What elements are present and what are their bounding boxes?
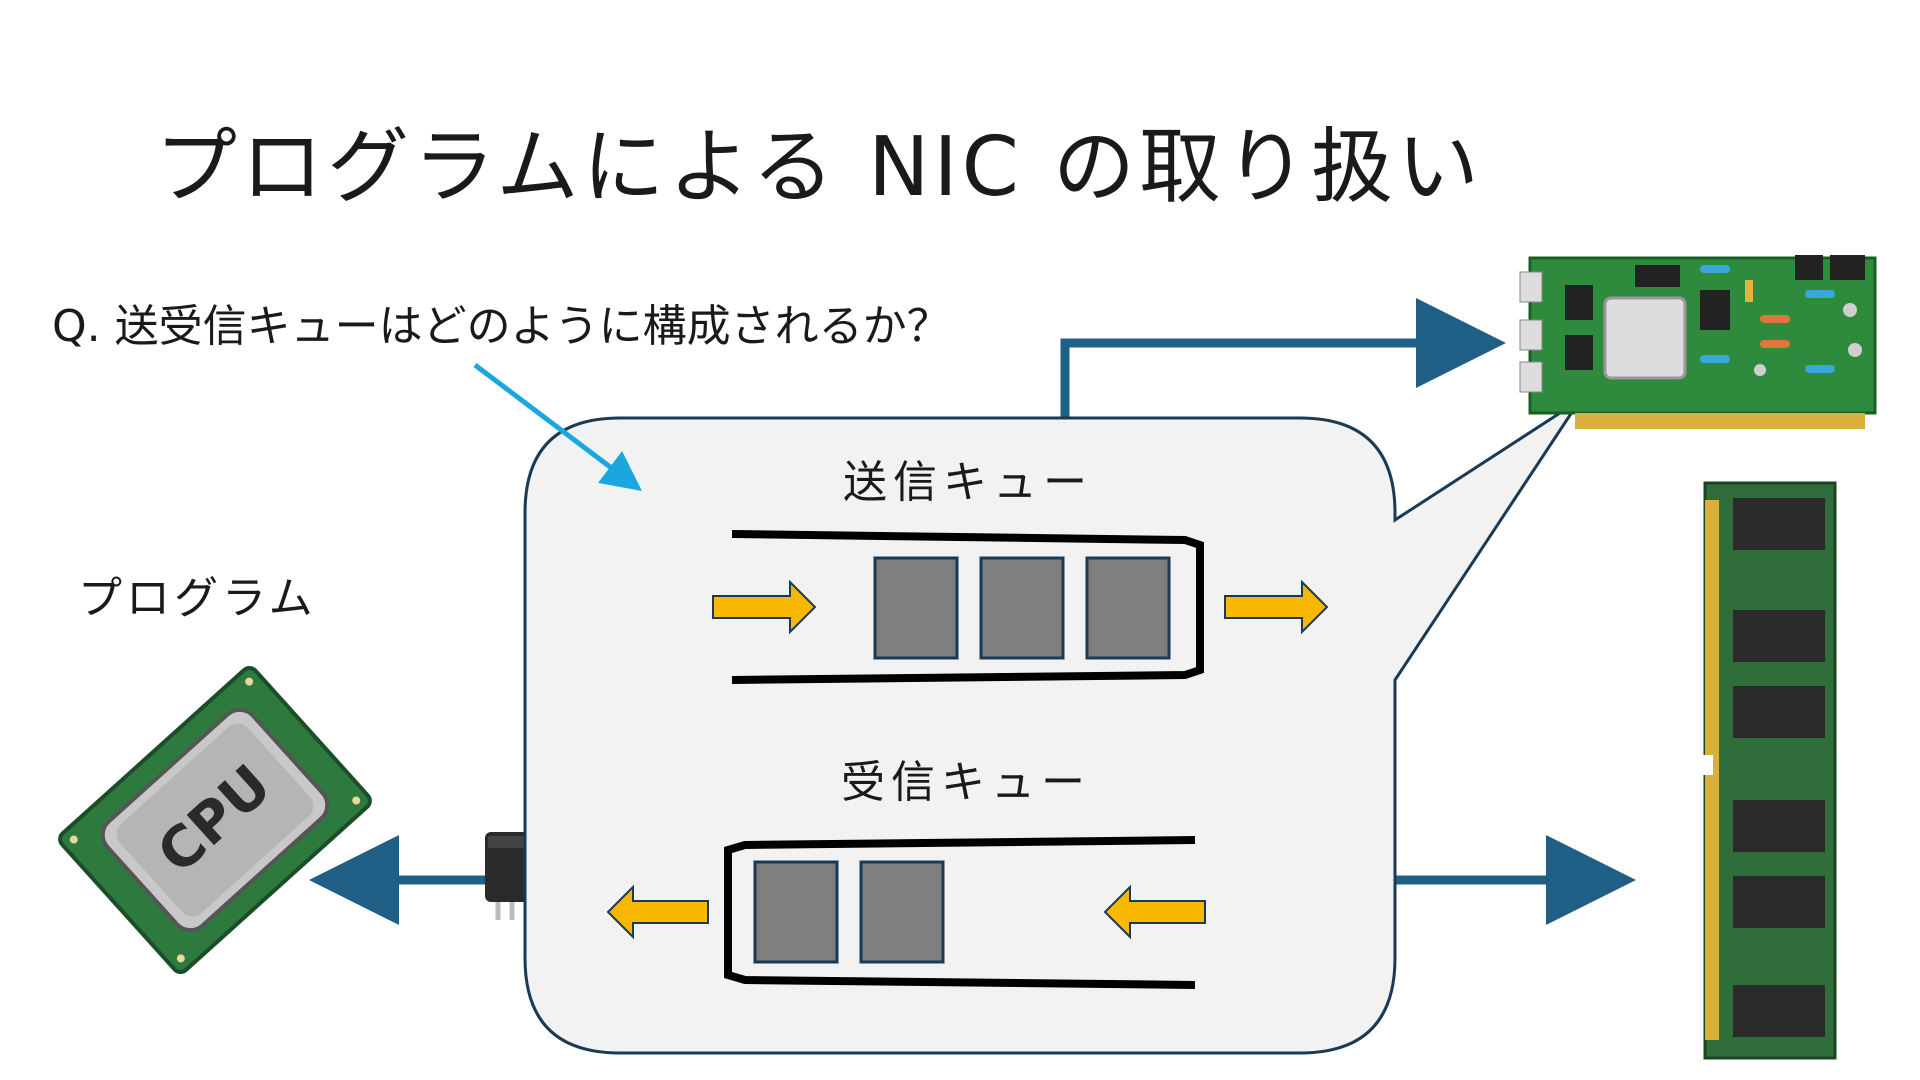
- arrow-to-nic: [1060, 298, 1506, 420]
- recv-queue-label: 受信キュー: [841, 757, 1091, 808]
- send-packet-1: [873, 556, 959, 660]
- send-packet-2: [979, 556, 1065, 660]
- cpu-icon: CPU: [58, 665, 372, 975]
- nic-card-icon: [1519, 255, 1877, 429]
- page-title: プログラムによる NIC の取り扱い: [155, 120, 1483, 215]
- send-queue-tube: [731, 530, 1204, 684]
- send-out-arrow: [1224, 579, 1329, 635]
- recv-queue: [606, 836, 1206, 989]
- recv-packet-2: [859, 860, 945, 964]
- recv-in-arrow: [1103, 884, 1206, 940]
- program-label: プログラム: [78, 573, 317, 624]
- memory-module-icon: [1699, 481, 1837, 1060]
- question-pointer-arrow: [473, 363, 642, 492]
- recv-out-arrow: [606, 884, 709, 940]
- send-in-arrow: [712, 579, 817, 635]
- recv-packet-1: [753, 860, 839, 964]
- question-text: Q. 送受信キューはどのように構成されるか？: [52, 301, 951, 352]
- send-packet-3: [1085, 556, 1171, 660]
- send-queue: [712, 530, 1329, 684]
- send-queue-label: 送信キュー: [843, 457, 1093, 508]
- recv-queue-tube: [724, 836, 1196, 989]
